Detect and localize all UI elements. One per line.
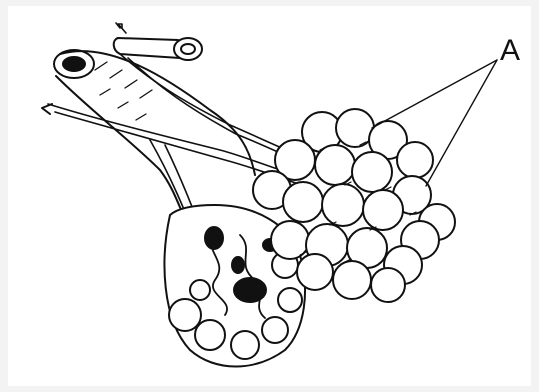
label-a: A	[500, 36, 520, 66]
vessel-top	[114, 23, 202, 60]
